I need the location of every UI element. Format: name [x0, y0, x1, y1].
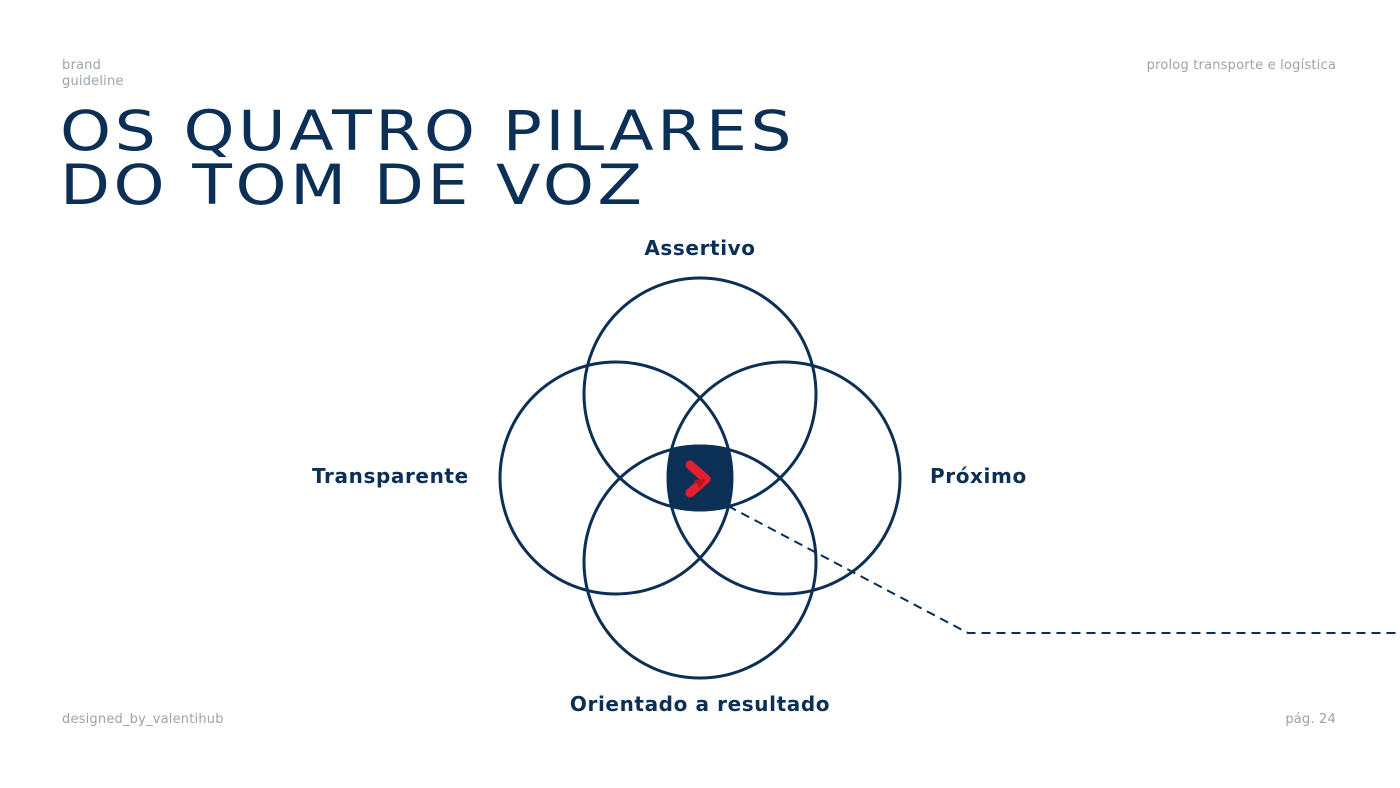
page-number: pág. 24 — [1285, 712, 1336, 727]
brand-guideline-label: brand guideline — [62, 58, 124, 90]
circle-transparente — [498, 360, 734, 596]
company-label: prolog transporte e logística — [1146, 58, 1336, 73]
pillar-label-assertivo: Assertivo — [644, 236, 756, 260]
page-title-line2: DO TOM DE VOZ — [60, 153, 646, 217]
page-title: OS QUATRO PILARES DO TOM DE VOZ — [60, 99, 796, 217]
footer-credit: designed_by_valentihub — [62, 712, 224, 727]
page-title-line1: OS QUATRO PILARES — [60, 99, 796, 163]
brand-label-line1: brand — [62, 58, 102, 73]
pillar-label-proximo: Próximo — [930, 464, 1027, 488]
connector-dashed-line — [727, 505, 1400, 634]
prolog-logo-icon — [685, 460, 711, 498]
pillar-label-orientado: Orientado a resultado — [569, 692, 831, 716]
brand-label-line2: guideline — [62, 74, 124, 89]
pillar-label-transparente: Transparente — [312, 464, 469, 488]
circle-proximo — [666, 360, 902, 596]
